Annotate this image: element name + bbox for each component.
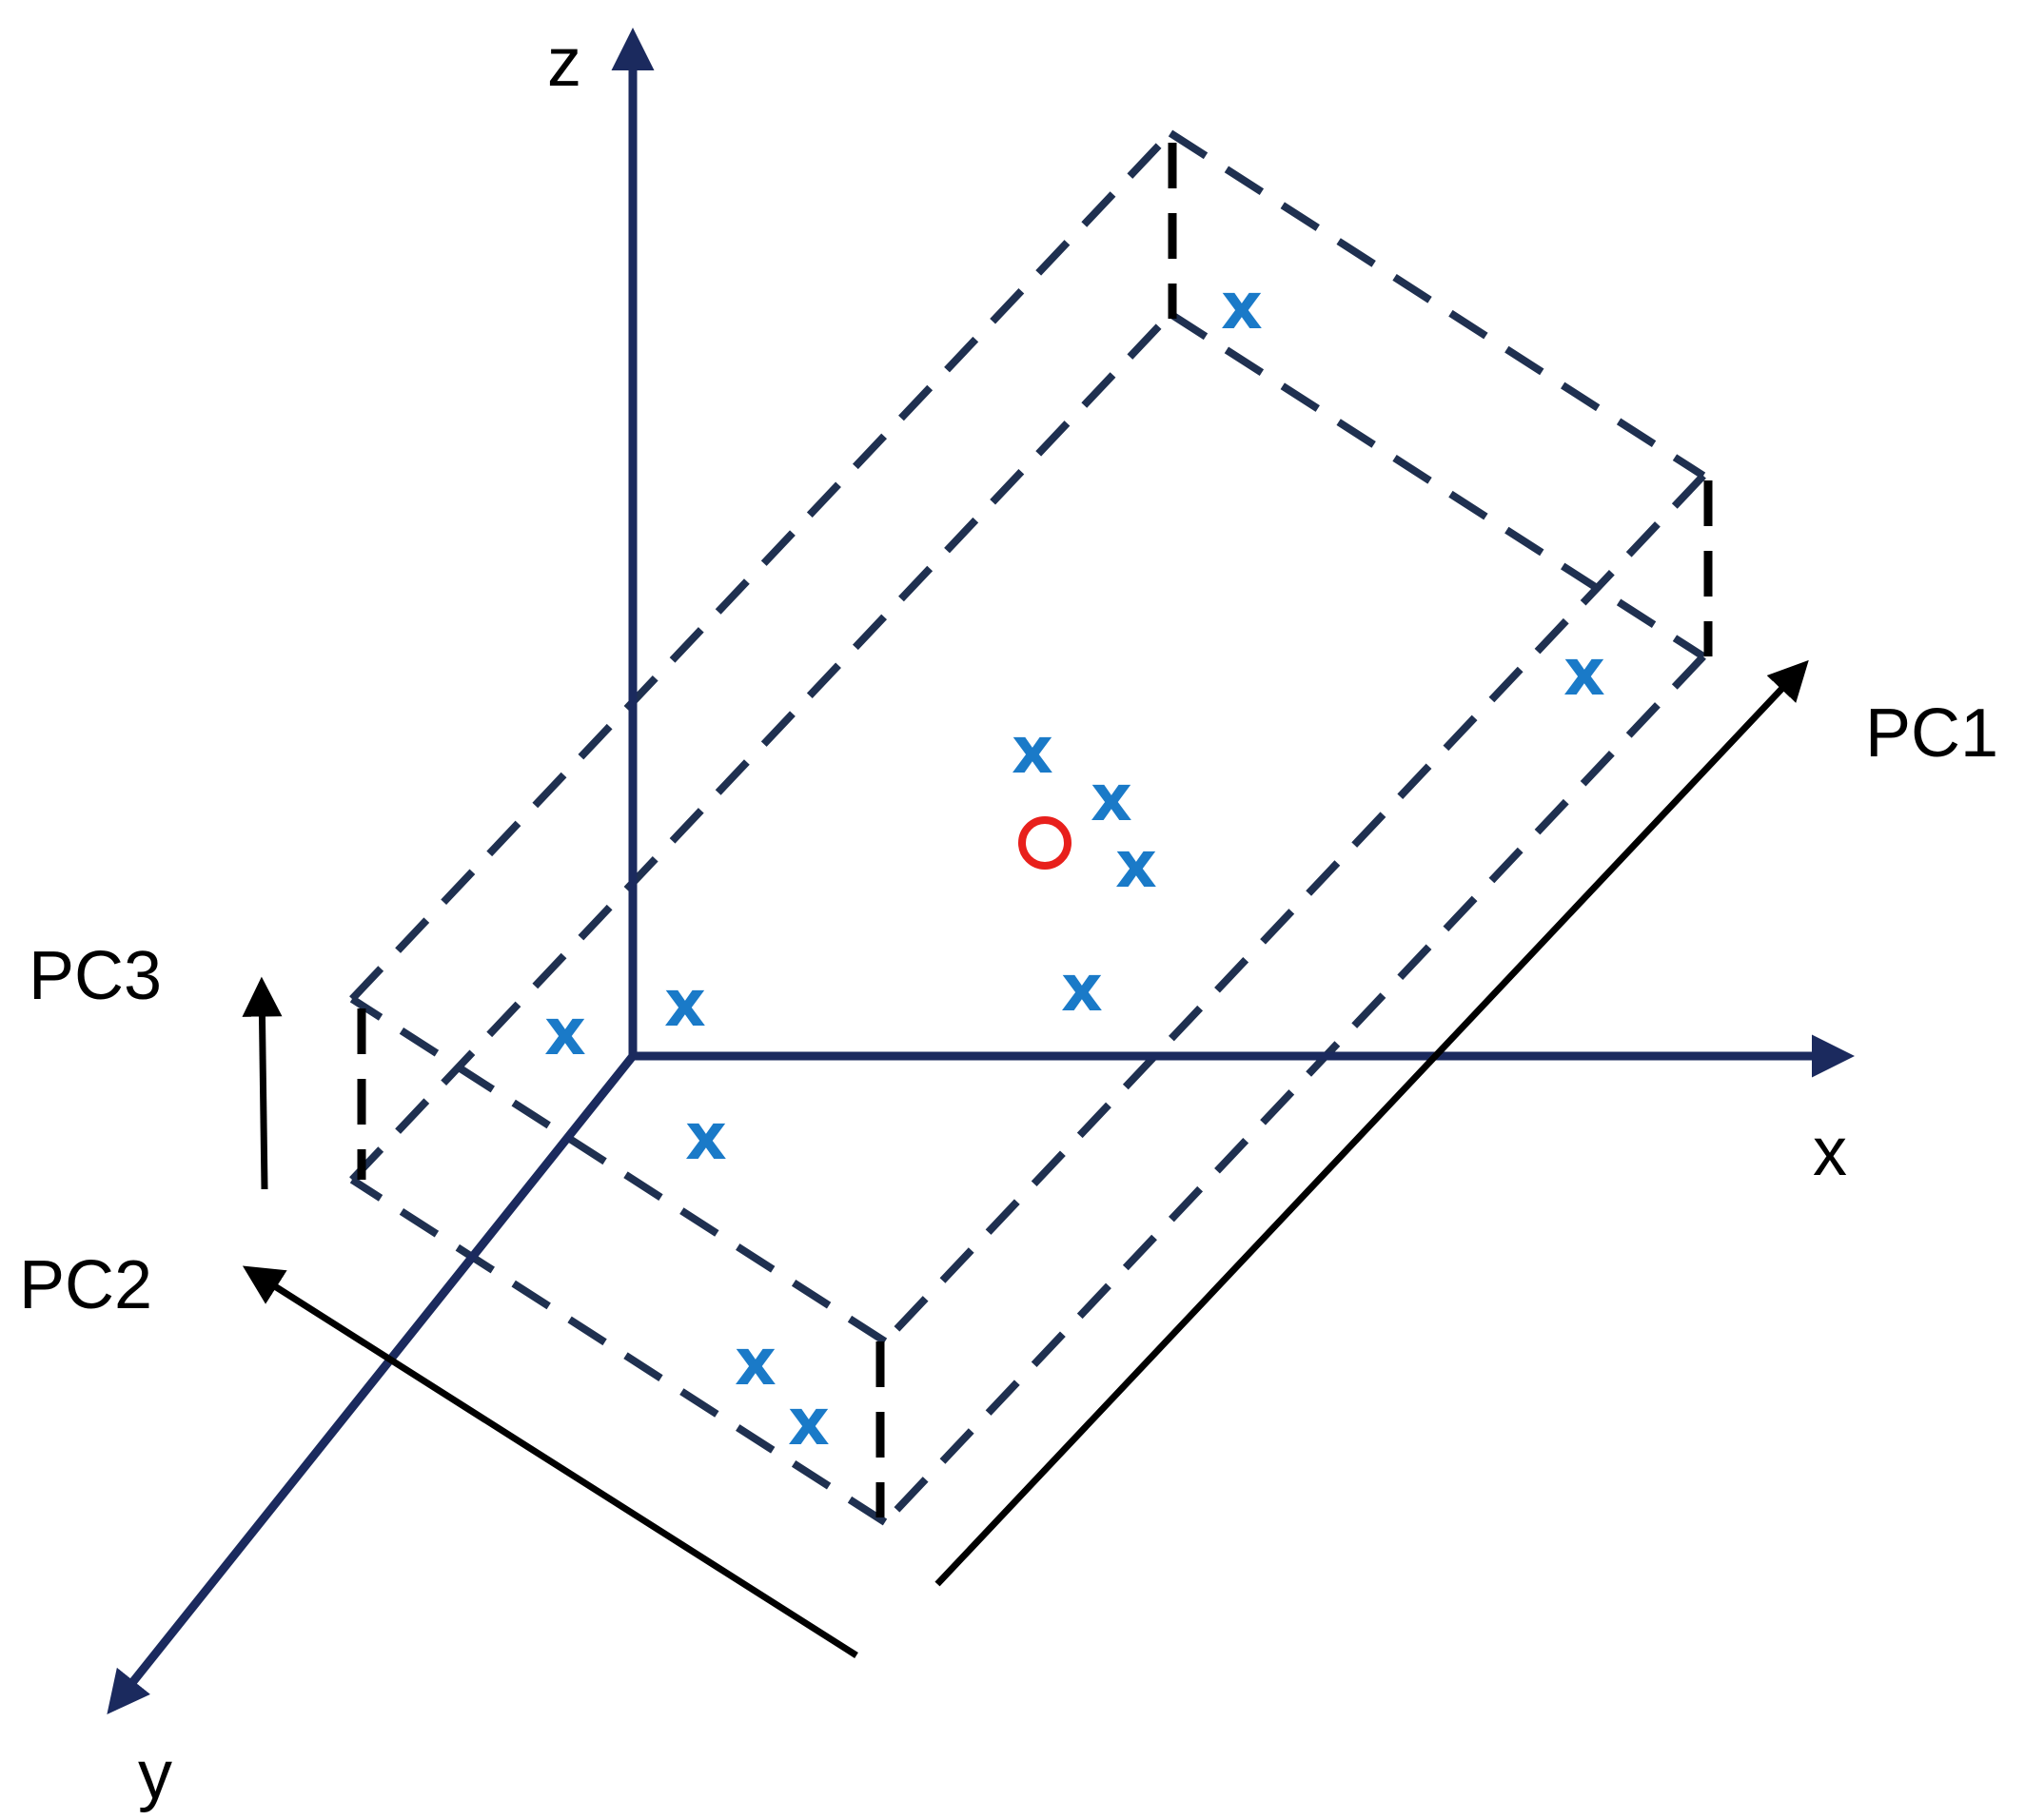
y-axis-label: y (138, 1737, 172, 1813)
pc2-label: PC2 (19, 1247, 152, 1323)
box-bottom-face (349, 310, 1706, 1526)
pc3-arrow (242, 976, 283, 1190)
principal-component-axes (242, 659, 1809, 1658)
data-point: x (1563, 636, 1605, 711)
box-vertical-edges (357, 143, 1713, 1517)
data-point: x (735, 1325, 777, 1400)
pc3-label: PC3 (29, 938, 162, 1014)
pc2-arrow (242, 1265, 858, 1658)
y-axis (107, 1053, 637, 1715)
data-point: x (788, 1385, 830, 1460)
data-points: x x x x x x x x x x x (544, 269, 1605, 1460)
data-point: x (664, 967, 706, 1042)
data-point: x (1091, 761, 1132, 836)
mean-point (1018, 816, 1071, 870)
box-top-face (349, 129, 1706, 1345)
data-point: x (1012, 714, 1053, 789)
x-axis-label: x (1813, 1114, 1847, 1190)
data-point: x (1221, 269, 1263, 344)
pc1-arrow (934, 659, 1809, 1587)
pc1-label: PC1 (1865, 695, 1998, 772)
data-point: x (685, 1100, 727, 1175)
coordinate-axes (107, 28, 1855, 1715)
data-point: x (544, 995, 586, 1070)
data-point: x (1115, 828, 1157, 903)
z-axis-label: z (547, 25, 581, 101)
data-point: x (1061, 951, 1103, 1027)
